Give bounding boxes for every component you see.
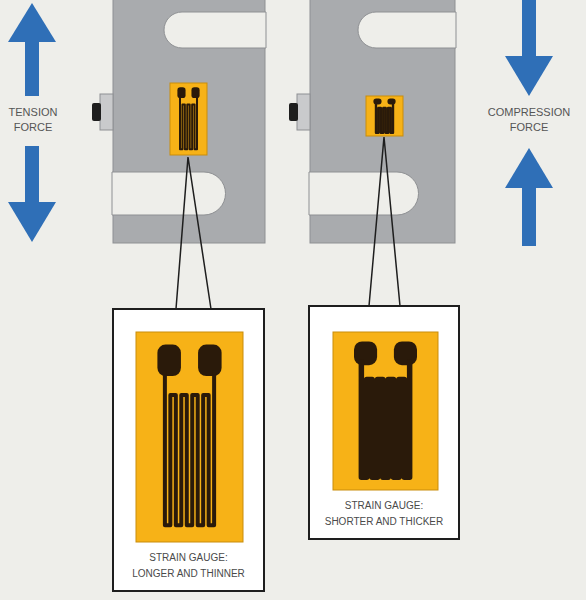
gauge-backing [136,332,243,542]
arrow-head [8,202,56,242]
arrow-shaft [25,40,39,96]
zoom-callout-box: STRAIN GAUGE: SHORTER AND THICKER [308,305,460,540]
force-label: COMPRESSION FORCE [488,105,571,135]
load-cell [289,0,456,243]
force-label: TENSION FORCE [9,105,58,135]
zoom-callout-box: STRAIN GAUGE: LONGER AND THINNER [112,308,265,592]
gauge-grid [376,104,393,133]
cell-slot [164,12,266,48]
gauge-caption: STRAIN GAUGE: LONGER AND THINNER [119,550,259,582]
gauge-grid [361,362,409,477]
gauge-tab [387,98,395,104]
load-cell [92,0,266,243]
strain-gauge [170,83,207,155]
strain-gauge [136,332,243,542]
leader-line [176,157,211,309]
arrow-shaft [25,146,39,204]
cell-body [113,0,265,243]
leader-line [369,137,400,306]
strain-gauge [333,332,438,490]
cell-body [310,0,455,243]
cell-slot [309,172,419,215]
gauge-grid [180,97,197,150]
gauge-grid [165,372,214,525]
gauge-tab [354,341,377,365]
arrow-head [505,148,553,188]
connector-flange [297,94,310,130]
gauge-tab [157,345,181,377]
gauge-illustration [114,310,263,550]
zoom-lines [176,137,400,309]
gauge-caption: STRAIN GAUGE: SHORTER AND THICKER [314,498,454,530]
gauge-tab [191,87,199,98]
gauge-illustration [310,307,458,498]
cell-slot [358,12,456,48]
gauge-tab [177,87,185,98]
cable-connector [289,103,298,121]
arrow-shaft [522,0,536,58]
arrow-shaft [522,186,536,246]
strain-gauge [366,96,403,136]
gauge-backing [170,83,207,155]
arrow-head [8,3,56,42]
arrow-head [505,56,553,96]
gauge-backing [366,96,403,136]
gauge-tab [373,98,381,104]
gauge-tab [198,345,222,377]
gauge-tab [394,341,417,365]
cable-connector [92,103,101,121]
gauge-backing [333,332,438,490]
connector-flange [100,94,113,130]
cell-slot [112,172,226,215]
